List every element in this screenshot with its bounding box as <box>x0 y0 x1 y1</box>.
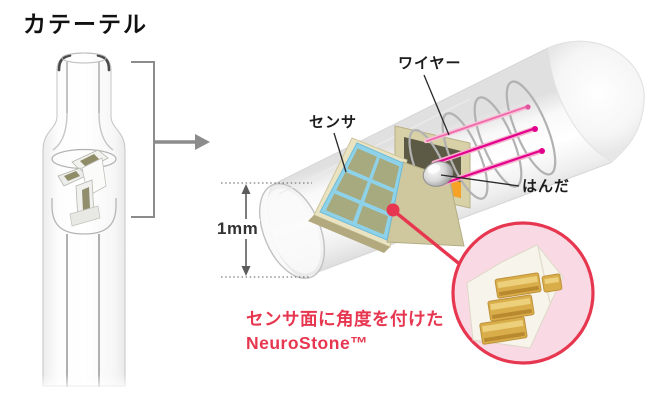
sensor-cell <box>347 148 377 178</box>
sensor-cell <box>325 193 360 222</box>
caption-line2: NeuroStone™ <box>246 333 369 353</box>
wire-core <box>440 149 542 186</box>
dimension-arrowhead-up <box>241 184 251 194</box>
catheter-tip-rim <box>57 54 72 72</box>
leader-line-solder <box>440 174 520 187</box>
sensor-cells <box>325 148 400 235</box>
gold-bar <box>487 294 535 322</box>
catheter-flare-wall <box>52 112 68 151</box>
catheter-fade <box>38 374 132 392</box>
catheter-tip-opening <box>61 52 107 64</box>
wire-tip <box>532 126 538 132</box>
zoom-reference <box>131 61 210 218</box>
leader-line-sensor <box>333 132 347 173</box>
label-sensor: センサ <box>309 114 358 131</box>
catheter-sensor-chip <box>57 149 109 227</box>
dimension-arrowhead-down <box>241 266 251 276</box>
solder-blob <box>422 161 454 187</box>
bracket <box>131 61 155 218</box>
wire-tip <box>539 148 545 154</box>
catheter-illustration <box>38 52 132 392</box>
callout-dot <box>386 203 400 217</box>
leader-line-wire <box>423 74 450 136</box>
catheter-tip-rim <box>96 54 111 72</box>
callout-line <box>392 209 464 268</box>
inset-detail <box>451 221 595 365</box>
tube-end-cap <box>547 40 645 163</box>
page-title: カテーテル <box>23 11 148 37</box>
gold-bar-small <box>541 273 563 293</box>
sensor-cell <box>336 172 368 201</box>
wire-tip <box>525 104 531 110</box>
catheter-flare-wall <box>98 112 114 151</box>
wires <box>423 104 545 187</box>
label-solder: はんだ <box>522 178 571 195</box>
gold-bar <box>479 316 528 345</box>
label-wire: ワイヤー <box>398 55 462 72</box>
caption: センサ面に角度を付けた NeuroStone™ <box>246 307 444 355</box>
gold-bar <box>494 272 542 299</box>
wedge-bottom-edge <box>308 215 390 253</box>
neurostone-crease <box>537 246 551 304</box>
sensor-cell <box>356 205 388 235</box>
tube-opening-inner <box>265 188 321 274</box>
flow-arrow-icon <box>195 134 210 150</box>
sensor-cell <box>372 158 400 189</box>
catheter-chamber-bottom <box>51 198 117 235</box>
dimension-label: 1mm <box>215 219 261 239</box>
sensor-cell <box>364 182 394 213</box>
caption-line1: センサ面に角度を付けた <box>246 309 444 329</box>
wire-core <box>426 106 527 142</box>
neurostone-photo <box>466 244 564 349</box>
wire-core <box>433 127 535 165</box>
